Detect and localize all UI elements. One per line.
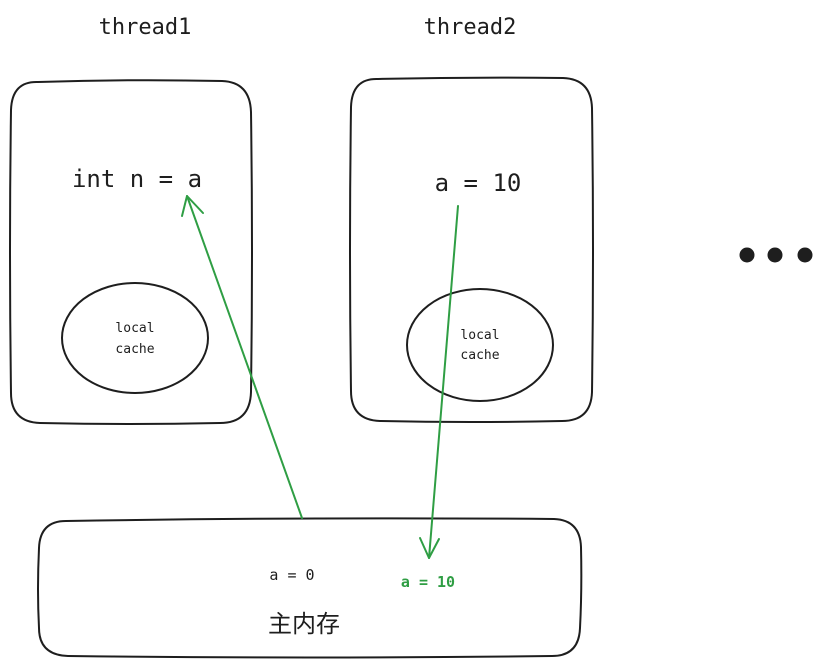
main-memory-old-value: a = 0 xyxy=(269,566,314,584)
more-threads-ellipsis-icon xyxy=(739,247,813,263)
read-arrow xyxy=(181,195,303,519)
thread1-box xyxy=(9,79,253,425)
main-memory-box xyxy=(37,517,583,659)
thread1-cache-label-line2: cache xyxy=(115,342,154,357)
thread2-box xyxy=(349,76,594,423)
main-memory-new-value: a = 10 xyxy=(401,573,455,591)
thread2-local-cache xyxy=(406,288,554,402)
write-arrow xyxy=(419,205,459,559)
thread2-title: thread2 xyxy=(424,15,517,40)
thread1-statement: int n = a xyxy=(72,165,202,193)
thread2-statement: a = 10 xyxy=(435,169,522,197)
main-memory-label: 主内存 xyxy=(268,610,340,638)
thread1-cache-label-line1: local xyxy=(115,321,154,336)
thread2-cache-label-line1: local xyxy=(460,328,499,343)
thread2-cache-label-line2: cache xyxy=(460,348,499,363)
thread1-local-cache xyxy=(61,282,209,394)
thread1-title: thread1 xyxy=(99,15,192,40)
